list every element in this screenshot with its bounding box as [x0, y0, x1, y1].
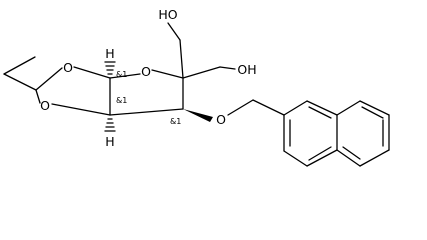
bond-naph-10: [359, 149, 390, 167]
bond-naph-double-1: [308, 106, 332, 119]
stereo-label-c3: &1: [170, 117, 181, 126]
bond-c3-c2: [109, 108, 184, 116]
atom-o-dioxolane-top: O: [63, 60, 73, 75]
bond-naph-double-4: [361, 106, 384, 119]
chemical-structure: O O O O HO OH H H &1 &1 &1: [3, 7, 390, 167]
bond-c4-ch2-upper: [179, 39, 184, 79]
bond-naph-double-6: [342, 146, 361, 160]
bond-naph-1: [283, 100, 308, 116]
stereo-bonds: [104, 61, 213, 132]
stereo-label-c2: &1: [116, 96, 127, 105]
atom-labels: O O O O HO OH H H: [40, 7, 257, 149]
bond-methyl-2: [3, 73, 37, 91]
wedge-bond-c3-o: [183, 109, 213, 122]
atom-o-ring: O: [141, 64, 151, 79]
bond-cme2-o-top: [35, 67, 63, 91]
atom-hydroxyl-right: OH: [237, 62, 256, 77]
bond-c4-ch2-right: [182, 66, 221, 79]
stereo-label-c1: &1: [116, 70, 127, 79]
bond-ch2-oh-right: [219, 66, 236, 70]
bond-o-ring-c4: [151, 69, 184, 79]
bond-naph-7: [336, 100, 361, 116]
bond-o-top-c1: [73, 66, 111, 79]
bond-naph-double-3: [308, 146, 332, 161]
bond-naph-2: [306, 100, 338, 116]
atom-o-dioxolane-bottom: O: [40, 98, 50, 113]
bond-o-bottom-c2: [51, 103, 111, 116]
hash-bond-c1-h: [104, 61, 116, 75]
bond-methyl-1: [3, 56, 36, 75]
atom-o-ether: O: [216, 112, 226, 127]
bond-o-ether-ch2: [227, 99, 254, 116]
atom-hydroxyl-upper: HO: [158, 7, 177, 22]
atom-h-bottom: H: [105, 134, 114, 149]
hash-bond-c2-h: [104, 118, 116, 132]
bond-naph-5: [283, 150, 308, 167]
bond-naph-11: [336, 149, 361, 167]
bond-ch2-naphthyl: [252, 99, 285, 116]
bond-naph-8: [359, 100, 390, 116]
bond-ch2-oh-upper: [167, 22, 181, 41]
bond-c1-o-ring: [109, 73, 141, 79]
bond-cme2-o-bottom: [35, 89, 41, 104]
bonds: [3, 22, 390, 167]
stereo-descriptors: &1 &1 &1: [116, 70, 181, 126]
bond-naph-4: [306, 149, 338, 167]
atom-h-top: H: [105, 46, 114, 61]
